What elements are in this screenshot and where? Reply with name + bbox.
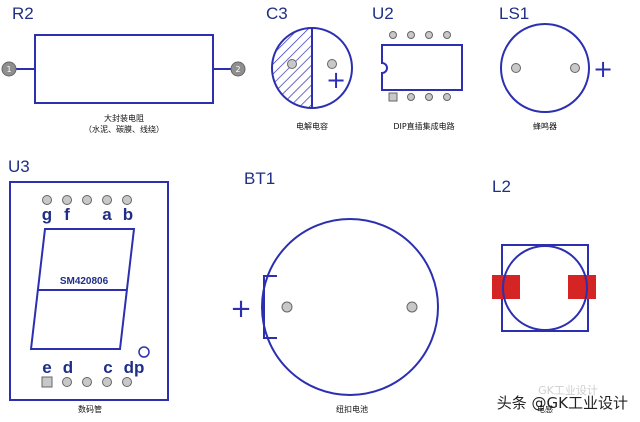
c3-ref-label: C3 — [266, 4, 288, 23]
ls1-polarity-mark: + — [593, 55, 613, 83]
u3-footprint: U3 g f a b SM420806 e d c dp 数码管 — [8, 157, 169, 414]
u3-part-number: SM420806 — [60, 276, 109, 287]
watermark: GK工业设计 头条 @GK工业设计 — [497, 384, 628, 412]
u2-bottom-pins — [388, 92, 451, 102]
r2-pad-1-number: 1 — [6, 65, 11, 74]
u2-pin — [443, 31, 451, 39]
u3-pin-label-f: f — [64, 205, 70, 224]
u3-pin-label-g: g — [42, 205, 52, 224]
u3-bottom-pads — [41, 376, 132, 388]
u2-pin — [407, 93, 415, 101]
u3-pad — [82, 377, 92, 387]
u3-body — [9, 181, 169, 401]
ls1-caption: 蜂鸣器 — [533, 121, 557, 131]
bt1-pad-2 — [406, 301, 418, 313]
u3-pin-label-e: e — [42, 358, 51, 377]
u3-pin-label-a: a — [102, 205, 112, 224]
u2-pin — [425, 93, 433, 101]
u2-pin — [389, 31, 397, 39]
c3-caption: 电解电容 — [296, 121, 328, 131]
r2-caption-line2: （水泥、碳膜、线绕） — [84, 124, 164, 134]
u3-pin-label-d: d — [63, 358, 73, 377]
c3-polarity-mark: + — [326, 66, 346, 94]
ls1-body — [500, 23, 590, 113]
u3-pad — [122, 195, 132, 205]
u3-pad-1-square — [41, 376, 53, 388]
u3-pad — [82, 195, 92, 205]
u2-ref-label: U2 — [372, 4, 394, 23]
u3-caption: 数码管 — [78, 404, 102, 414]
u2-pin — [425, 31, 433, 39]
ls1-pad-1 — [511, 63, 521, 73]
u2-top-pins — [389, 31, 451, 39]
ls1-footprint: LS1 + 蜂鸣器 — [499, 4, 613, 131]
r2-footprint: R2 1 2 大封装电阻 （水泥、碳膜、线绕） — [1, 4, 246, 134]
l2-caption: 电感 — [537, 404, 553, 414]
l2-smd-pad-left — [492, 275, 520, 299]
watermark-brand-text: 头条 @GK工业设计 — [497, 394, 628, 412]
r2-caption-line1: 大封装电阻 — [104, 113, 144, 123]
bt1-holder-tab — [263, 275, 277, 339]
u3-top-pads — [42, 195, 132, 205]
l2-body-circle — [502, 245, 588, 331]
u3-pin-label-dp: dp — [124, 358, 145, 377]
c3-footprint: C3 + 电解电容 — [266, 4, 353, 131]
ls1-ref-label: LS1 — [499, 4, 529, 23]
u2-body — [381, 44, 463, 91]
u2-pin — [407, 31, 415, 39]
r2-pad-2 — [230, 61, 246, 77]
u2-caption: DIP直插集成电路 — [393, 121, 454, 131]
u3-pad — [62, 195, 72, 205]
u3-pad — [122, 377, 132, 387]
bt1-ref-label: BT1 — [244, 169, 275, 188]
r2-pad-2-number: 2 — [235, 65, 240, 74]
c3-pad-2 — [327, 59, 337, 69]
watermark-faint-text: GK工业设计 — [538, 384, 598, 397]
c3-pad-1 — [287, 59, 297, 69]
l2-smd-pad-right — [568, 275, 596, 299]
bt1-body — [261, 218, 439, 396]
u3-pad — [102, 195, 112, 205]
bt1-pad-1 — [281, 301, 293, 313]
ls1-pad-2 — [570, 63, 580, 73]
u3-pin-label-c: c — [103, 358, 112, 377]
u3-digit-outline — [29, 228, 136, 350]
u2-pin — [443, 93, 451, 101]
u3-pin-label-b: b — [123, 205, 133, 224]
r2-ref-label: R2 — [12, 4, 34, 23]
u2-pin-1-square — [388, 92, 398, 102]
r2-pad-1 — [1, 61, 17, 77]
bt1-caption: 纽扣电池 — [336, 404, 368, 414]
l2-footprint: L2 电感 — [492, 177, 596, 414]
bt1-polarity-mark: + — [230, 294, 252, 324]
u3-pad — [62, 377, 72, 387]
u3-ref-label: U3 — [8, 157, 30, 176]
bt1-footprint: BT1 + 纽扣电池 — [230, 169, 439, 414]
u3-pad — [42, 195, 52, 205]
u2-footprint: U2 DIP直插集成电路 — [372, 4, 463, 131]
u3-decimal-point — [138, 346, 150, 358]
u3-pad — [102, 377, 112, 387]
r2-body — [34, 34, 214, 104]
l2-ref-label: L2 — [492, 177, 511, 196]
